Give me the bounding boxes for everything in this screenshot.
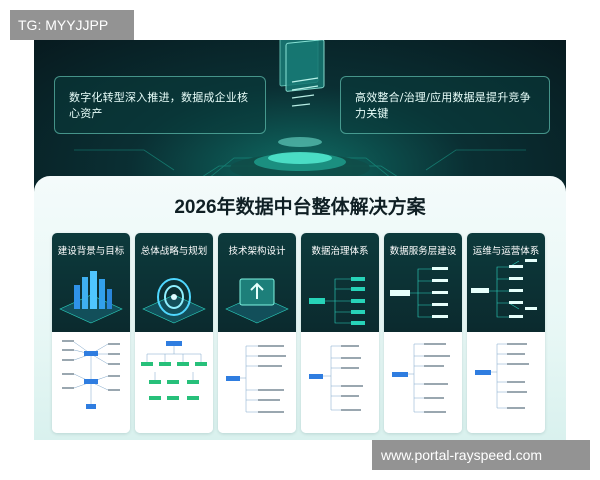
card-background-goals: 建设背景与目标 [52, 233, 130, 433]
target-ring-icon [142, 278, 206, 324]
tree-diagram-icon [471, 259, 537, 318]
card-strategy-planning: 总体战略与规划 [135, 233, 213, 433]
upload-screen-icon [225, 278, 289, 324]
card-ops-operations: 运维与运营体系 [467, 233, 545, 433]
card-title: 建设背景与目标 [57, 246, 125, 257]
page-title: 2026年数据中台整体解决方案 [174, 197, 426, 218]
watermark-top-left: TG: MYYJJPP [10, 10, 134, 40]
card-data-service-layer: 数据服务层建设 [384, 233, 462, 433]
tree-diagram [226, 345, 286, 413]
card-title: 总体战略与规划 [140, 246, 208, 257]
card-data-governance: 数据治理体系 [301, 233, 379, 433]
card-tech-architecture: 技术架构设计 [218, 233, 296, 433]
tree-diagram [392, 343, 450, 413]
tree-diagram-icon [390, 267, 448, 318]
main-panel: 2026年数据中台整体解决方案 建设背景与目标 [34, 176, 566, 440]
right-caption: 高效整合/治理/应用数据是提升竞争力关键 [340, 76, 550, 134]
org-chart-diagram [141, 341, 207, 400]
poster: 数字化转型深入推进，数据成企业核心资产 高效整合/治理/应用数据是提升竞争力关键… [34, 40, 566, 440]
card-title: 技术架构设计 [228, 246, 286, 257]
hero-banner: 数字化转型深入推进，数据成企业核心资产 高效整合/治理/应用数据是提升竞争力关键 [34, 40, 566, 200]
card-title: 数据服务层建设 [389, 246, 457, 257]
watermark-bottom-right[interactable]: www.portal-rayspeed.com [372, 440, 590, 470]
mindmap-diagram [62, 340, 120, 409]
tree-diagram [475, 343, 529, 409]
floating-document-icon [279, 40, 325, 107]
tree-diagram [309, 345, 363, 411]
card-title: 运维与运营体系 [472, 246, 540, 257]
bar-chart-icon [59, 271, 123, 324]
left-caption: 数字化转型深入推进，数据成企业核心资产 [54, 76, 266, 134]
tree-diagram-icon [309, 277, 365, 325]
card-title: 数据治理体系 [311, 246, 369, 257]
